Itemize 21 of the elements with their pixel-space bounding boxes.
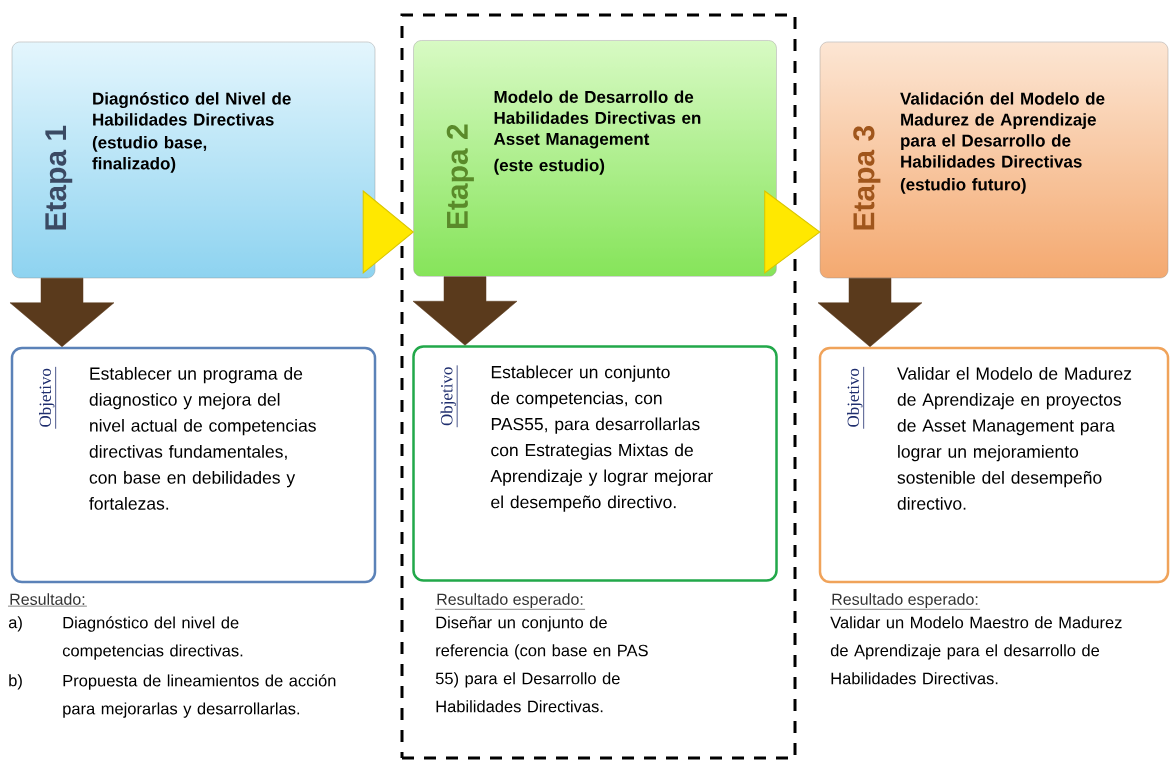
arrow [9,277,115,347]
result-text: Propuesta de lineamientos de acción para mejorarlas y desarrollarlas. [63,674,336,718]
arrow [764,190,821,274]
stage-box: Etapa 1 Diagnóstico del Nivel de Habilidades Directivas (estudio base, finalizado) [11,41,376,279]
objective-box: Objetivo Establecer un conjunto de competencias, con PAS55, para desarrollarlas con Estrategias Mixtas de Aprendizaje y lograr mejorar el desempeño directivo. [412,345,778,582]
result-text: Diagnóstico del nivel de competencias directivas. [62,616,243,660]
objective-box: Objetivo Establecer un programa de diagnostico y mejora del nivel actual de competencias directivas fundamentales, con base en debilidades y fortalezas. [10,346,377,584]
arrow [817,277,923,347]
dashed-frame [400,13,797,760]
list-marker: a) [8,616,22,632]
arrow [412,276,518,346]
stage-box: Etapa 2 Modelo de Desarrollo de Habilidades Directivas en Asset Management (este estudio) [413,40,777,277]
result-text: Diseñar un conjunto de referencia (con base en PAS 55) para el Desarrollo de Habilidades Directivas. [435,616,648,713]
result-text: Validar un Modelo Maestro de Madurez de Aprendizaje para el desarrollo de Habilidades Directivas. [830,616,1122,685]
result-heading: Resultado: [7,593,88,607]
result-heading: Resultado esperado: [434,593,586,610]
stage-box: Etapa 3 Validación del Modelo de Madurez de Aprendizaje para el Desarrollo de Habilidades Directivas (estudio futuro) [819,41,1169,279]
result-heading: Resultado esperado: [829,593,981,610]
objective-box: Objetivo Validar el Modelo de Madurez de Aprendizaje en proyectos de Asset Management para lograr un mejoramiento sostenible del desempeño directivo. [818,346,1170,584]
arrow [362,190,414,274]
list-marker: b) [9,674,22,690]
